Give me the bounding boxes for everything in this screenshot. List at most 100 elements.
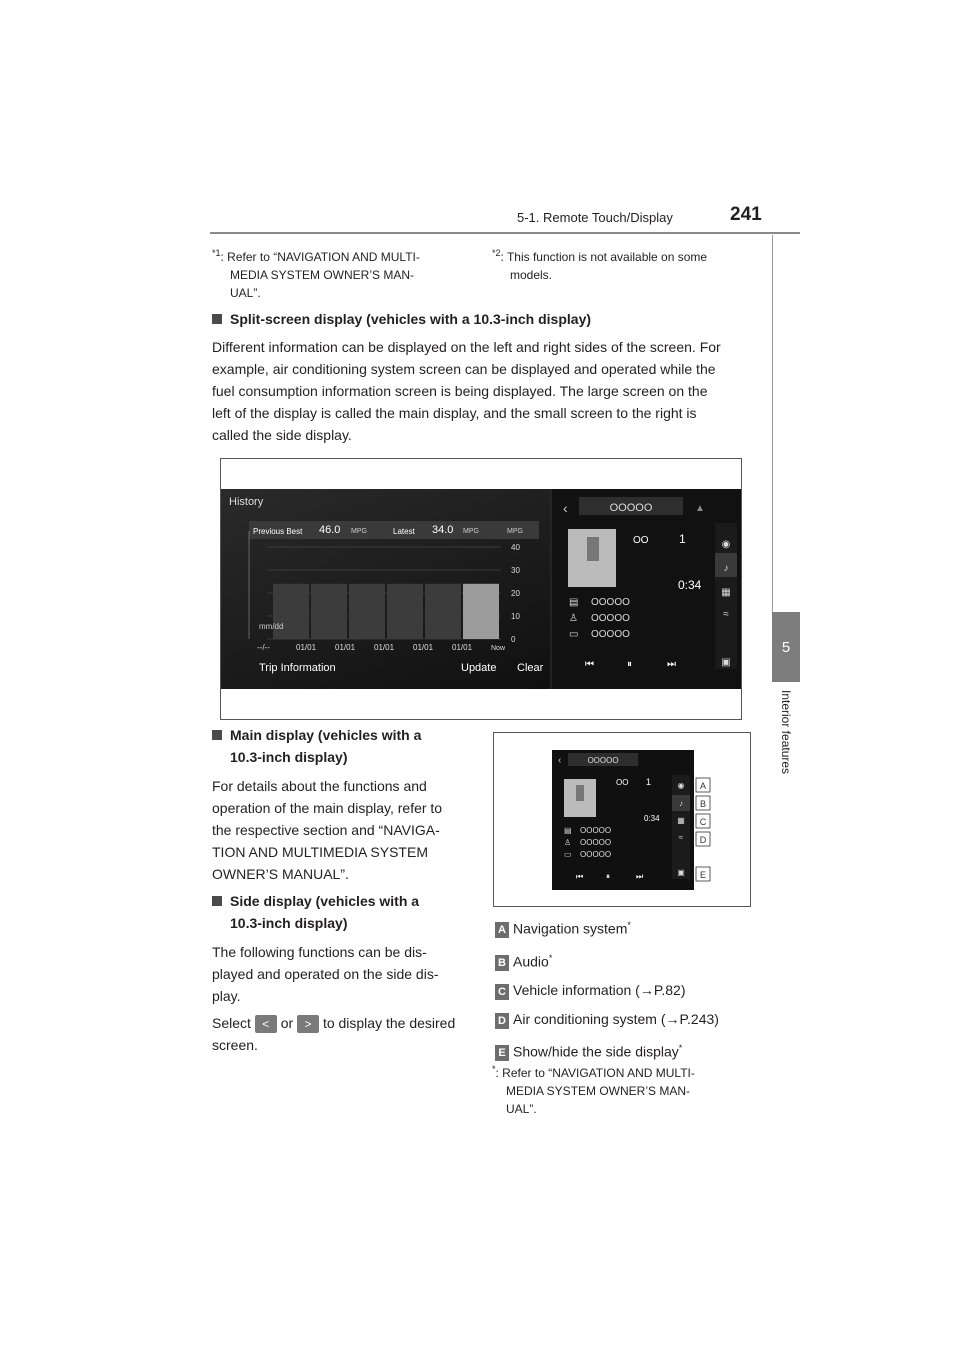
side-display-illustration: ‹ OOOOO OO 1 0:34 ▤ OOOOO ♙ OOOOO ▭ OOOO… [493, 732, 751, 907]
footnote-mark: *2 [492, 248, 501, 258]
previous-track-icon[interactable]: ⏮ [585, 659, 594, 670]
axis-unit-label: MPG [507, 528, 523, 535]
chart-bar [387, 583, 423, 639]
split-screen-illustration: History Previous Best 46.0 MPG Latest 34… [220, 458, 742, 720]
legend-letter: A [495, 921, 509, 938]
previous-track-icon[interactable]: ⏮ [576, 872, 583, 881]
clear-button[interactable]: Clear [517, 662, 544, 674]
unit-label: MPG [463, 528, 479, 535]
trip-information-button[interactable]: Trip Information [259, 662, 336, 674]
audio-icon[interactable]: ♪ [724, 563, 729, 574]
show-hide-icon[interactable]: ▣ [721, 657, 730, 668]
chart-bars [273, 583, 499, 639]
chart-bar [273, 583, 309, 639]
person-icon: ♙ [569, 613, 578, 624]
update-button[interactable]: Update [461, 662, 496, 674]
footnote-1: *1: Refer to “NAVIGATION AND MULTI- MEDI… [212, 244, 472, 302]
square-bullet-icon [212, 314, 222, 324]
chart-bar [425, 583, 461, 639]
side-media-title: OOOOO [610, 502, 653, 514]
navigation-icon[interactable]: ◉ [678, 781, 685, 790]
y-tick-label: 40 [511, 543, 520, 552]
side-track-time: 0:34 [678, 578, 702, 592]
page-number: 241 [730, 204, 762, 225]
back-chevron-icon[interactable]: ‹ [563, 500, 568, 516]
footnote-text: : Refer to “NAVIGATION AND MULTI- [220, 250, 420, 264]
show-hide-icon[interactable]: ▣ [677, 868, 685, 877]
callout-box [695, 831, 711, 847]
date-format-label: mm/dd [259, 622, 283, 631]
chapter-label: Interior features [779, 690, 793, 775]
legend-letter: B [495, 954, 509, 971]
left-arrow-button-icon: < [254, 1015, 277, 1034]
x-axis-label: --/-- [257, 643, 270, 652]
footnote-text: : This function is not available on some [500, 250, 708, 264]
callout-box [695, 777, 711, 793]
legend-letter: E [495, 1045, 509, 1062]
previous-best-label: Previous Best [253, 527, 303, 536]
side-scroll-icon: ▲ [695, 503, 705, 514]
footnote-bottom: *: Refer to “NAVIGATION AND MULTI- MEDIA… [492, 1064, 695, 1116]
side-track-number: 1 [646, 777, 651, 787]
callout-letter: A [700, 781, 706, 791]
side-media-row: OOOOO [591, 613, 630, 624]
split-screen-paragraph: Different information can be displayed o… [212, 339, 721, 443]
y-tick-label: 0 [511, 635, 516, 644]
side-track-number: 1 [679, 532, 686, 546]
callout-box [695, 813, 711, 829]
chapter-tab: 5 [772, 612, 800, 682]
header-rule [210, 232, 800, 234]
pause-icon[interactable]: ⏸ [606, 872, 610, 881]
latest-label: Latest [393, 527, 416, 536]
vehicle-info-icon[interactable]: ▦ [677, 816, 685, 825]
audio-icon[interactable]: ♪ [679, 799, 683, 808]
side-display-svg: ‹ OOOOO OO 1 0:34 ▤ OOOOO ♙ OOOOO ▭ OOOO… [552, 750, 711, 890]
section-title: 5-1. Remote Touch/Display [517, 210, 673, 225]
file-icon: ▤ [564, 826, 572, 835]
x-axis-label: 01/01 [335, 643, 356, 652]
usb-icon [587, 537, 599, 561]
next-track-icon[interactable]: ⏭ [636, 872, 643, 881]
footnote-text: models. [510, 268, 553, 282]
air-conditioning-icon[interactable]: ≈ [723, 609, 729, 620]
callout-letter: D [700, 835, 707, 845]
latest-value: 34.0 [432, 524, 453, 536]
y-tick-label: 30 [511, 566, 520, 575]
side-track-name: OO [616, 778, 628, 787]
navigation-icon[interactable]: ◉ [722, 539, 731, 550]
pause-icon[interactable]: ⏸ [627, 659, 632, 670]
callout-letter: E [700, 870, 706, 880]
footnote-2: *2: This function is not available on so… [492, 244, 752, 284]
file-icon: ▤ [569, 597, 578, 608]
legend-letter: D [495, 1012, 509, 1029]
footnote-mark: *1 [212, 248, 221, 258]
square-bullet-icon [212, 730, 222, 740]
history-title: History [229, 496, 264, 508]
side-display-paragraph: The following functions can be dis- play… [212, 944, 456, 1053]
back-chevron-icon[interactable]: ‹ [558, 755, 561, 766]
footnote-text: UAL”. [230, 286, 261, 300]
display-svg: History Previous Best 46.0 MPG Latest 34… [221, 489, 741, 689]
air-conditioning-icon[interactable]: ≈ [679, 833, 684, 842]
main-display-paragraph: For details about the functions and oper… [212, 778, 443, 882]
vehicle-info-icon[interactable]: ▦ [721, 587, 730, 598]
usb-icon [576, 785, 584, 801]
chart-bar [311, 583, 347, 639]
callout-box [695, 866, 711, 882]
footnote-text: MEDIA SYSTEM OWNER’S MAN- [230, 268, 415, 282]
callout-box [695, 795, 711, 811]
next-track-icon[interactable]: ⏭ [667, 659, 676, 670]
side-media-title: OOOOO [587, 756, 618, 765]
x-axis-label: 01/01 [296, 643, 317, 652]
legend-letter: C [495, 983, 509, 1000]
side-display-heading: Side display (vehicles with a 10.3-inch … [212, 890, 419, 934]
side-media-row: OOOOO [591, 629, 630, 640]
